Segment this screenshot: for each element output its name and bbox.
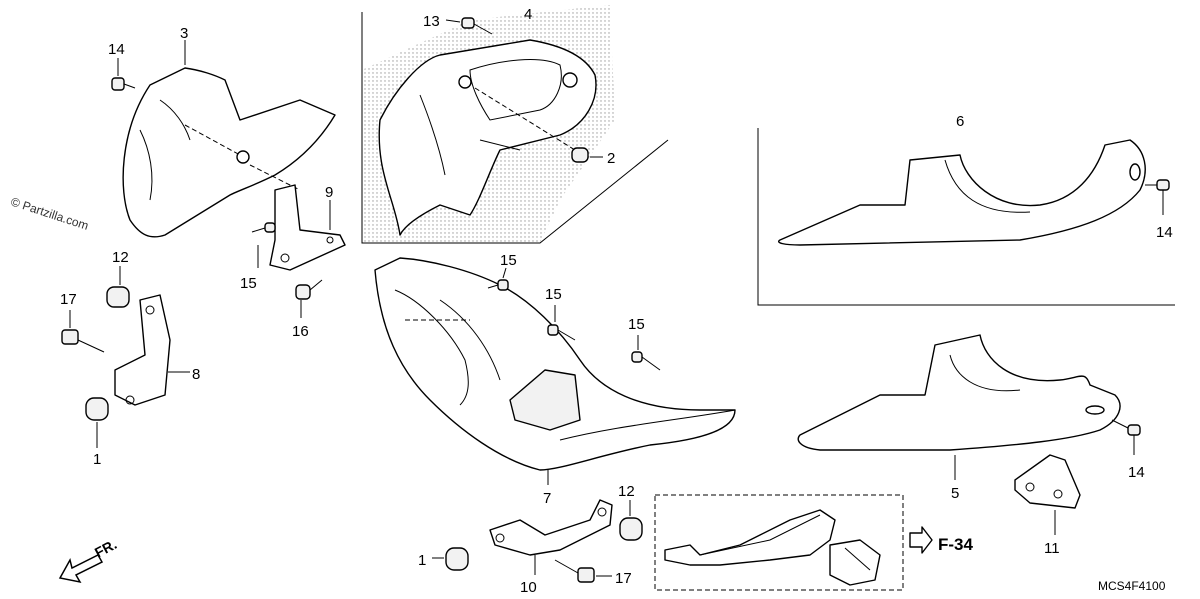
callout-15: 15 — [500, 252, 517, 269]
collar-2 — [571, 147, 603, 163]
bracket-part-10-group — [489, 499, 613, 575]
bolt-14-b — [1145, 179, 1170, 215]
callout-1: 1 — [93, 451, 101, 468]
lower-cowl-part-6 — [778, 139, 1146, 246]
bracket-part-8 — [114, 294, 171, 406]
diagram-code: MCS4F4100 — [1098, 579, 1166, 593]
callout-6: 6 — [956, 113, 964, 130]
callout-2: 2 — [607, 150, 615, 167]
reference-box: F-34 — [654, 494, 974, 591]
bolt-14-c — [1111, 419, 1141, 455]
bolt-13 — [445, 17, 493, 35]
callout-8: 8 — [192, 366, 200, 383]
lower-cowl-part-5 — [797, 334, 1121, 451]
under-cowl-part-7-group — [374, 257, 736, 485]
screw-15-d — [631, 335, 661, 371]
callout-14: 14 — [1128, 464, 1145, 481]
callout-5: 5 — [951, 485, 959, 502]
lower-cowl-part-5-group — [797, 334, 1121, 535]
callout-17: 17 — [60, 291, 77, 308]
callout-9: 9 — [325, 184, 333, 201]
grommet-1-a — [85, 397, 109, 448]
callouts: 3 14 13 4 2 6 14 9 15 16 12 17 8 1 15 15… — [60, 6, 1173, 596]
bolt-16 — [295, 279, 323, 318]
front-direction-indicator: FR. — [58, 536, 119, 584]
bolt-17-a — [61, 310, 105, 353]
screw-15-c — [547, 305, 576, 341]
callout-14: 14 — [1156, 224, 1173, 241]
bracket-part-9 — [269, 184, 346, 271]
callout-16: 16 — [292, 323, 309, 340]
reference-label: F-34 — [938, 535, 974, 554]
bolt-14-a — [111, 58, 136, 91]
callout-11: 11 — [1044, 540, 1060, 557]
callout-1: 1 — [418, 552, 426, 569]
callout-4: 4 — [524, 6, 532, 23]
callout-12: 12 — [112, 249, 129, 266]
grommet-12-b — [619, 500, 643, 541]
inner-cover-part-4 — [378, 39, 597, 236]
callout-15: 15 — [545, 286, 562, 303]
callout-15: 15 — [240, 275, 257, 292]
under-cowl-vent — [509, 369, 581, 431]
callout-15: 15 — [628, 316, 645, 333]
bracket-part-11 — [1014, 454, 1081, 509]
bracket-part-10 — [489, 499, 613, 556]
callout-14: 14 — [108, 41, 125, 58]
front-arrow-icon — [58, 554, 104, 584]
grommet-12-a — [106, 266, 130, 308]
watermark: © Partzilla.com — [9, 195, 90, 233]
side-cover-part-3 — [122, 67, 336, 238]
callout-10: 10 — [520, 579, 537, 596]
grommet-1-b — [432, 547, 469, 571]
screw-15-a — [251, 222, 276, 268]
callout-12: 12 — [618, 483, 635, 500]
bracket-part-8-group — [114, 294, 190, 406]
screw-15-b — [487, 267, 509, 291]
reference-arrow — [909, 526, 933, 554]
hardware — [61, 17, 1170, 583]
callout-7: 7 — [543, 490, 551, 507]
callout-13: 13 — [423, 13, 440, 30]
side-cover-part-3-group — [122, 40, 336, 238]
callout-17: 17 — [615, 570, 632, 587]
callout-3: 3 — [180, 25, 188, 42]
panel-inner-cover — [361, 5, 669, 244]
panel-lower-cowl-upper — [757, 128, 1175, 306]
under-cowl-part-7 — [374, 257, 736, 471]
bracket-part-9-group — [269, 184, 346, 271]
bolt-17-b — [554, 559, 612, 583]
